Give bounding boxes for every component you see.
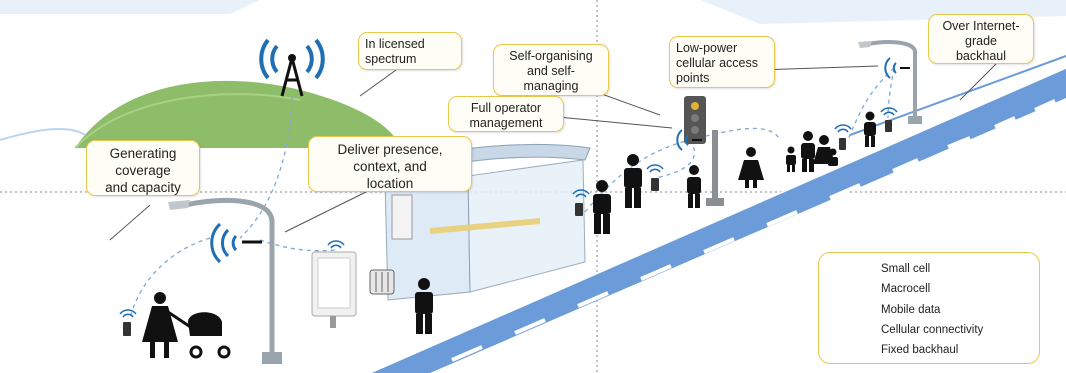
small-cell-icon-lamp [210,222,262,264]
legend-item-small-cell: Small cell [819,262,1039,279]
small-cell-icon-traffic [676,129,702,151]
callout-coverage-capacity: Generating coverage and capacity [86,140,200,196]
road [369,55,1066,373]
legend: Small cell Macrocell Mobile data Cellula… [818,252,1040,364]
person-icon [687,165,701,208]
callout-internet-backhaul: Over Internet- grade backhaul [928,14,1034,64]
legend-item-cellular-connectivity: Cellular connectivity [819,323,1039,340]
legend-label: Macrocell [881,283,931,295]
legend-item-macrocell: Macrocell [819,282,1039,299]
hill [0,80,400,149]
mobile-data-icons [119,107,898,318]
callout-operator-management: Full operator management [448,96,564,132]
family-icon [786,131,838,172]
person-icon [738,147,764,188]
callout-low-power-access-points: Low-power cellular access points [669,36,775,88]
legend-item-fixed-backhaul: Fixed backhaul [819,343,1039,360]
legend-label: Fixed backhaul [881,344,959,356]
legend-item-mobile-data: Mobile data [819,303,1039,320]
street-lamp-right [858,40,922,124]
person-icon [415,278,433,334]
small-cell-icon-lamp-right [884,57,910,79]
legend-label: Cellular connectivity [881,324,984,336]
person-with-stroller-icon [142,292,231,359]
top-banner-decoration [0,0,1066,24]
traffic-light-pole [684,96,724,206]
callout-licensed-spectrum: In licensed spectrum [358,32,462,70]
phone-icons [123,120,892,336]
person-icon [624,154,642,208]
macrocell-tower-icon [259,38,325,97]
advertising-board [311,251,357,328]
callout-presence-context-location: Deliver presence, context, and location [308,136,472,192]
callout-pointers [109,59,1001,241]
person-icon [864,111,876,147]
callout-self-organising: Self-organising and self- managing [493,44,609,96]
legend-label: Small cell [881,263,931,275]
legend-label: Mobile data [881,304,941,316]
litter-bin [369,269,395,295]
people [142,111,876,359]
bus-shelter [379,143,591,301]
person-icon [593,180,611,234]
street-lamp-left [168,198,282,364]
